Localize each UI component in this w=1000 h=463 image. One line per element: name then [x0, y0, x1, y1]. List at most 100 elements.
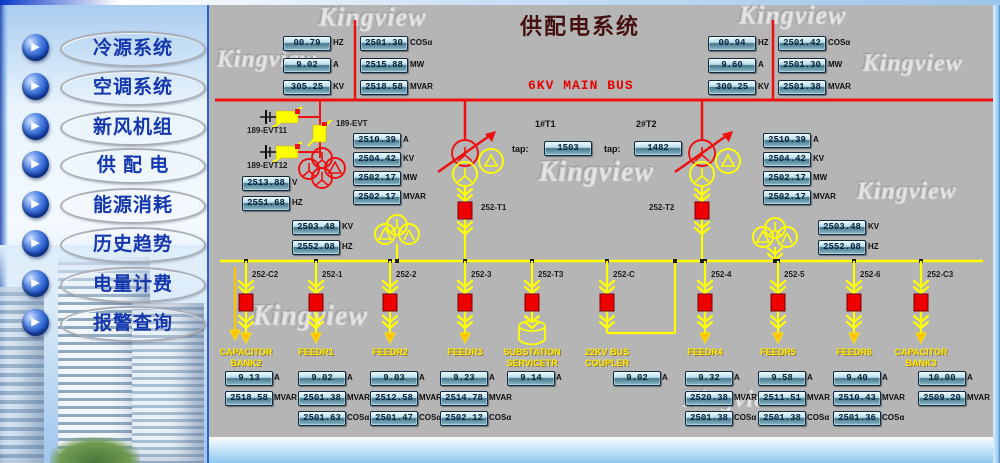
meter-box: 9.40	[833, 371, 881, 386]
meter-box: 305.25	[283, 80, 331, 95]
meter-unit-label: MVAR	[828, 82, 851, 91]
meter-box: 9.23	[440, 371, 488, 386]
sidebar-item-fresh-air-unit[interactable]: ▶新风机组	[12, 110, 206, 146]
breaker-252-C3[interactable]	[913, 293, 929, 312]
breaker-252-2[interactable]	[382, 293, 398, 312]
meter-box: 2502.17	[763, 190, 811, 205]
meter-unit-label: MVAR	[274, 393, 297, 402]
sidebar: ▶冷源系统▶空调系统▶新风机组▶供 配 电▶能源消耗▶历史趋势▶电量计费▶报警查…	[0, 5, 209, 463]
meter-unit-label: HZ	[292, 198, 303, 207]
meter-unit-label: KV	[868, 222, 880, 231]
meter-unit-label: V	[292, 178, 298, 187]
meter-unit-label: MVAR	[410, 82, 433, 91]
meter-unit-label: A	[403, 135, 409, 144]
tap-label: tap:	[512, 144, 529, 154]
transformer-name-label: 1#T1	[535, 119, 556, 129]
meter-box: 2502.17	[763, 171, 811, 186]
meter-unit-label: A	[333, 60, 339, 69]
meter-unit-label: A	[807, 373, 813, 382]
meter-box: 2512.58	[370, 391, 418, 406]
play-arrow-icon: ▶	[22, 34, 49, 61]
meter-box: 2509.20	[918, 391, 966, 406]
breaker-252-C2[interactable]	[238, 293, 254, 312]
tap-value-box: 1482	[634, 141, 682, 156]
sidebar-item-alarm-query[interactable]: ▶报警查询	[12, 306, 206, 342]
meter-unit-label: A	[734, 373, 740, 382]
feeder-id-label: 252-6	[860, 270, 881, 279]
meter-unit-label: MVAR	[813, 192, 836, 201]
meter-box: 2510.43	[833, 391, 881, 406]
meter-unit-label: COSα	[347, 413, 370, 422]
meter-unit-label: A	[967, 373, 973, 382]
breaker-252-1[interactable]	[308, 293, 324, 312]
meter-box: 00.94	[708, 36, 756, 51]
meter-box: 2551.68	[242, 196, 290, 211]
sidebar-item-energy-billing[interactable]: ▶电量计费	[12, 267, 206, 303]
meter-unit-label: A	[556, 373, 562, 382]
feeder-id-label: 252-2	[396, 270, 417, 279]
breaker-252-T2[interactable]	[694, 201, 710, 220]
meter-unit-label: MW	[813, 173, 828, 182]
breaker-252-3[interactable]	[457, 293, 473, 312]
meter-box: 9.32	[685, 371, 733, 386]
sidebar-item-label: 报警查询	[60, 306, 206, 342]
transformer-name-label: 2#T2	[636, 119, 657, 129]
meter-unit-label: COSα	[489, 413, 512, 422]
breaker-252-T3[interactable]	[524, 293, 540, 312]
meter-box: 2515.88	[360, 58, 408, 73]
kingview-watermark: Kingview	[318, 2, 426, 31]
meter-box: 10.00	[918, 371, 966, 386]
meter-unit-label: MW	[410, 60, 425, 69]
sidebar-item-air-conditioning[interactable]: ▶空调系统	[12, 70, 206, 106]
meter-box: 9.03	[370, 371, 418, 386]
meter-box: 2552.08	[818, 240, 866, 255]
play-arrow-icon: ▶	[22, 73, 49, 100]
meter-unit-label: MVAR	[347, 393, 370, 402]
evt-label: 189-EVT11	[247, 126, 288, 135]
meter-box: 2502.17	[353, 171, 401, 186]
meter-unit-label: COSα	[807, 413, 830, 422]
meter-box: 2502.17	[353, 190, 401, 205]
meter-unit-label: MVAR	[489, 393, 512, 402]
kingview-watermark: Kingview	[538, 156, 654, 187]
meter-unit-label: HZ	[758, 38, 769, 47]
breaker-252-T1[interactable]	[457, 201, 473, 220]
sidebar-item-energy-consumption[interactable]: ▶ 能源消耗	[12, 188, 206, 224]
meter-box: 2520.38	[685, 391, 733, 406]
meter-unit-label: A	[347, 373, 353, 382]
meter-box: 2518.58	[225, 391, 273, 406]
feeder-name-label: BANK3	[905, 358, 937, 368]
meter-unit-label: HZ	[868, 242, 879, 251]
meter-box: 2552.08	[292, 240, 340, 255]
evt-label: 189-EVT12	[247, 161, 288, 170]
feeder-name-label: SERVICETR	[506, 358, 558, 368]
breaker-252-C[interactable]	[599, 293, 615, 312]
feeder-name-label: CAPACITOR	[219, 347, 273, 357]
sidebar-item-cooling-source[interactable]: ▶冷源系统	[12, 31, 206, 67]
sidebar-item-power-distribution[interactable]: ▶供 配 电	[12, 148, 206, 184]
page-title: 供配电系统	[520, 14, 641, 39]
breaker-252-4[interactable]	[697, 293, 713, 312]
kingview-watermark: Kingview	[862, 50, 963, 76]
feeder-id-label: 252-5	[784, 270, 805, 279]
meter-unit-label: COSα	[828, 38, 851, 47]
sidebar-item-history-trend[interactable]: ▶历史趋势	[12, 227, 206, 263]
feeder-id-label: 252-4	[711, 270, 732, 279]
meter-box: 9.02	[283, 58, 331, 73]
breaker-252-5[interactable]	[770, 293, 786, 312]
meter-box: 2501.42	[778, 36, 826, 51]
sidebar-item-label: 能源消耗	[60, 188, 206, 224]
play-arrow-icon: ▶	[22, 191, 49, 218]
breaker-252-6[interactable]	[846, 293, 862, 312]
meter-box: 2501.36	[833, 411, 881, 426]
meter-unit-label: MVAR	[807, 393, 830, 402]
meter-unit-label: KV	[333, 82, 345, 91]
meter-unit-label: MVAR	[967, 393, 990, 402]
meter-box: 2501.63	[298, 411, 346, 426]
meter-unit-label: KV	[342, 222, 354, 231]
meter-box: 2501.38	[778, 80, 826, 95]
feeder-name-label: COUPLER	[584, 358, 629, 368]
meter-box: 2513.88	[242, 176, 290, 191]
meter-unit-label: A	[882, 373, 888, 382]
